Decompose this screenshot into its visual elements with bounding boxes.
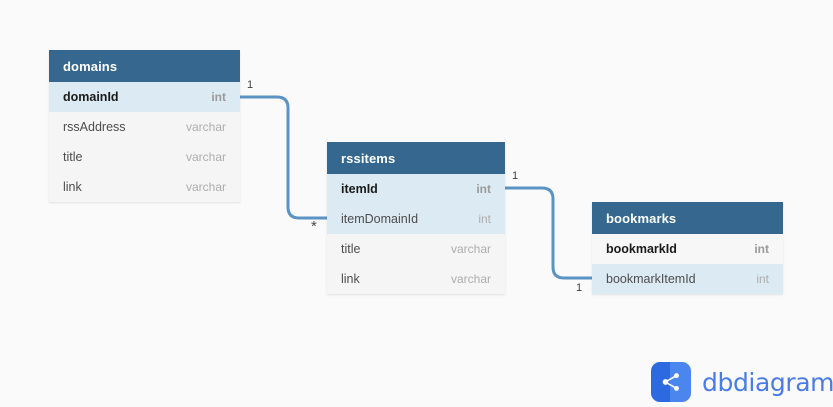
- cardinality-label-rssitems-bookmarks-to: 1: [576, 282, 583, 294]
- field-name: title: [341, 242, 361, 256]
- field-type: int: [754, 242, 769, 256]
- field-name: bookmarkItemId: [606, 272, 696, 286]
- share-nodes-icon: [651, 362, 691, 402]
- table-title: bookmarks: [606, 210, 677, 226]
- field-row[interactable]: title varchar: [49, 142, 240, 172]
- field-type: int: [478, 212, 491, 226]
- table-rssitems[interactable]: rssitems itemId int itemDomainId int title var…: [327, 142, 505, 294]
- table-title: rssitems: [341, 150, 396, 166]
- field-row[interactable]: title varchar: [327, 234, 505, 264]
- field-type: varchar: [185, 120, 226, 134]
- field-type: int: [756, 272, 769, 286]
- table-bookmarks[interactable]: bookmarks bookmarkId int bookmarkItemId int: [592, 202, 783, 294]
- cardinality-label-rssitems-bookmarks-from: 1: [512, 170, 519, 182]
- field-name: link: [63, 180, 82, 194]
- field-name: itemDomainId: [341, 212, 419, 226]
- table-header-domains[interactable]: domains: [49, 50, 240, 82]
- field-row[interactable]: itemId int: [327, 174, 505, 204]
- field-row[interactable]: bookmarkId int: [592, 234, 783, 264]
- field-row[interactable]: bookmarkItemId int: [592, 264, 783, 294]
- field-row[interactable]: rssAddress varchar: [49, 112, 240, 142]
- table-title: domains: [63, 58, 118, 74]
- field-name: link: [341, 272, 360, 286]
- dbdiagram-wordmark: dbdiagram.io: [702, 367, 833, 397]
- field-name: bookmarkId: [606, 242, 677, 256]
- cardinality-label-domains-rssitems-from: 1: [247, 79, 254, 91]
- field-row[interactable]: domainId int: [49, 82, 240, 112]
- field-type: varchar: [450, 242, 491, 256]
- table-header-rssitems[interactable]: rssitems: [327, 142, 505, 174]
- field-type: varchar: [450, 272, 491, 286]
- field-type: int: [211, 90, 226, 104]
- field-type: varchar: [185, 180, 226, 194]
- field-name: itemId: [341, 182, 378, 196]
- relationship-line-domains-rssitems[interactable]: [238, 95, 329, 220]
- field-name: title: [63, 150, 83, 164]
- field-name: rssAddress: [63, 120, 126, 134]
- field-type: varchar: [185, 150, 226, 164]
- field-row[interactable]: itemDomainId int: [327, 204, 505, 234]
- field-type: int: [476, 182, 491, 196]
- field-row[interactable]: link varchar: [327, 264, 505, 294]
- table-header-bookmarks[interactable]: bookmarks: [592, 202, 783, 234]
- dbdiagram-logo[interactable]: dbdiagram.io: [651, 362, 833, 402]
- relationship-line-rssitems-bookmarks[interactable]: [503, 186, 594, 280]
- field-name: domainId: [63, 90, 119, 104]
- field-row[interactable]: link varchar: [49, 172, 240, 202]
- cardinality-label-domains-rssitems-to: *: [311, 218, 317, 235]
